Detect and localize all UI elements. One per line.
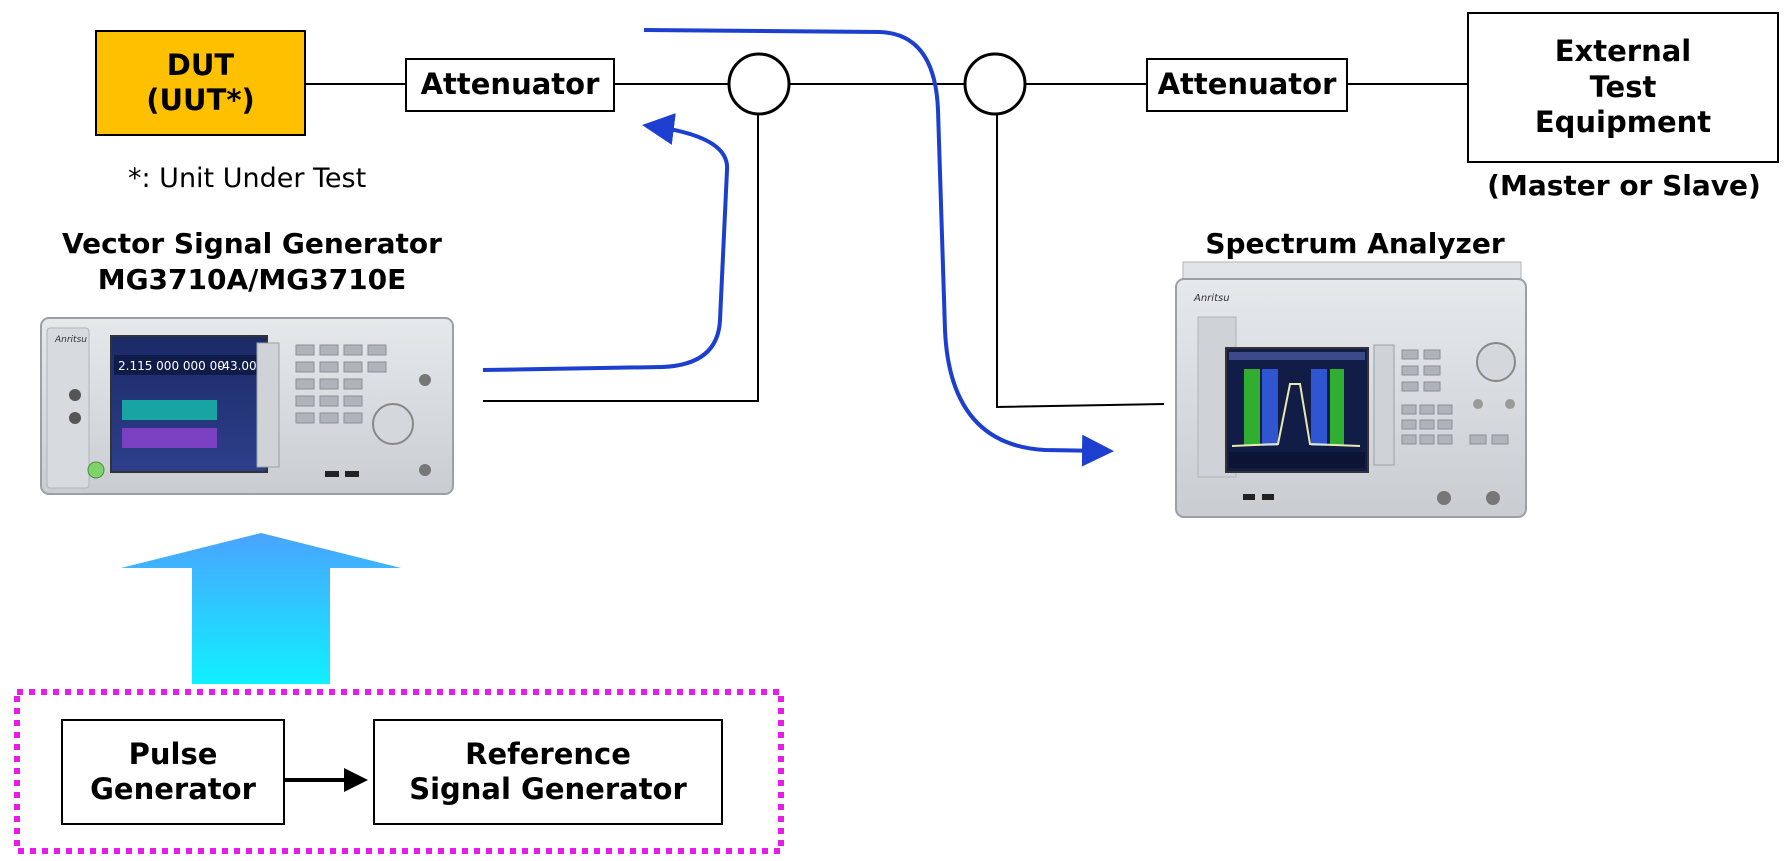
spectrum-analyzer-device: Anritsu xyxy=(1175,261,1527,518)
sa-brand: Anritsu xyxy=(1193,293,1230,304)
coupler-left xyxy=(727,52,791,116)
vsg-level-readout: -43.00 xyxy=(218,359,257,373)
vsg-label: Vector Signal Generator MG3710A/MG3710E xyxy=(62,227,442,296)
signal-flow-arrow-to-sa xyxy=(643,28,1114,467)
vsg-brand: Anritsu xyxy=(54,335,87,345)
vsg-feed-line xyxy=(483,114,759,402)
sa-rotary-knob xyxy=(1476,342,1516,382)
coupler-right xyxy=(963,52,1027,116)
vsg-frequency-readout: 2.115 000 000 00 xyxy=(118,359,225,373)
attenuator-left-box: Attenuator xyxy=(405,58,615,112)
uut-footnote: *: Unit Under Test xyxy=(128,163,367,194)
external-test-equipment-note: (Master or Slave) xyxy=(1487,169,1761,202)
pulse-source-group xyxy=(14,689,784,854)
reference-signal-generator-box: Reference Signal Generator xyxy=(373,719,723,825)
attenuator-right-box: Attenuator xyxy=(1146,58,1348,112)
signal-flow-arrow-to-dut xyxy=(482,113,730,372)
vector-signal-generator-device: Anritsu 2.115 000 000 00 -43.00 xyxy=(40,317,454,495)
spectrum-analyzer-label: Spectrum Analyzer xyxy=(1205,227,1505,260)
pulse-input-arrow xyxy=(121,533,401,684)
dut-box: DUT (UUT*) xyxy=(95,30,306,136)
pulse-generator-box: Pulse Generator xyxy=(61,719,285,825)
external-test-equipment-box: External Test Equipment xyxy=(1467,12,1779,163)
vsg-rotary-knob xyxy=(372,403,414,445)
sa-feed-line xyxy=(996,114,1165,409)
